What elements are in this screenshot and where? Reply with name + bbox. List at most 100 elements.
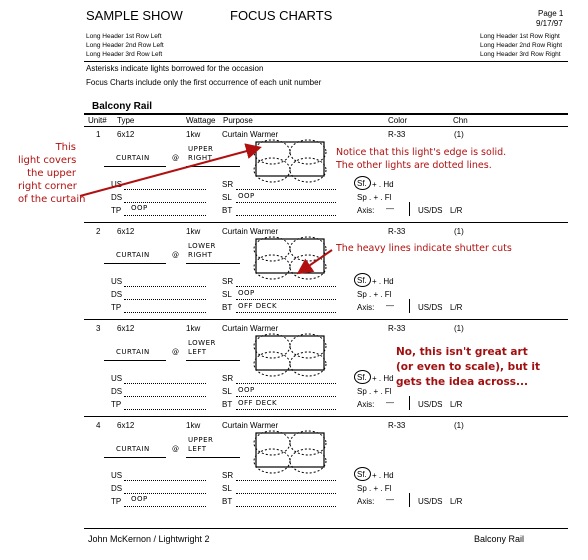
sl-fill-line (236, 202, 336, 203)
label-l-r: L/R (450, 206, 463, 215)
unit-number: 2 (96, 227, 101, 236)
beam-ellipse (289, 430, 327, 456)
note-asterisks: Asterisks indicate lights borrowed for t… (86, 64, 264, 73)
page-number: Page 1 (538, 9, 564, 18)
label-sp-fl: Sp . + . Fl (357, 387, 392, 396)
header-right-row-2: Long Header 2nd Row Right (480, 42, 563, 49)
label-sp-fl: Sp . + . Fl (357, 193, 392, 202)
label-axis: Axis: (357, 206, 375, 215)
label-us-ds: US/DS (418, 497, 443, 506)
focus-sketch (253, 333, 327, 377)
label-tp: TP (111, 206, 122, 215)
show-title: SAMPLE SHOW (86, 8, 183, 23)
left-annotation-line: light covers (18, 155, 77, 166)
unit-wattage: 1kw (186, 130, 201, 139)
handwritten-position-line-2: LEFT (188, 348, 207, 356)
label-ds: DS (111, 484, 123, 493)
unit-wattage: 1kw (186, 324, 201, 333)
sf-circle (354, 273, 371, 287)
write-in-line (104, 263, 166, 264)
label-us: US (111, 180, 123, 189)
tp-fill-line (124, 409, 206, 410)
ds-fill-line (124, 493, 206, 494)
left-annotation-line: of the curtain (18, 194, 86, 205)
note-first-occurrence: Focus Charts include only the first occu… (86, 78, 322, 87)
header-left-row-3: Long Header 3rd Row Left (86, 51, 163, 58)
unit-type: 6x12 (117, 421, 135, 430)
label-sp-fl: Sp . + . Fl (357, 290, 392, 299)
handwritten-location: CURTAIN (116, 348, 150, 356)
handwritten-position-line-1: UPPER (188, 436, 214, 444)
tp-fill-line (124, 215, 206, 216)
sl-fill-line (236, 299, 336, 300)
axis-value: — (386, 398, 394, 407)
sl-fill-line (236, 493, 336, 494)
header-right-row-3: Long Header 3rd Row Right (480, 51, 561, 58)
unit-purpose: Curtain Warmer (222, 130, 279, 139)
col-unit: Unit# (88, 116, 107, 125)
solid-edge-annotation: Notice that this light's edge is solid. … (336, 146, 506, 172)
axis-divider (409, 299, 410, 313)
left-annotation-line: This (55, 142, 76, 153)
write-in-line (186, 263, 240, 264)
label-sf: Sf. (357, 276, 367, 285)
beam-ellipse (253, 236, 291, 262)
unit-color: R-33 (388, 130, 406, 139)
handwritten-position-line-1: UPPER (188, 145, 214, 153)
handwritten-bt-note: OFF DECK (238, 302, 278, 310)
handwritten-at: @ (172, 348, 180, 356)
unit-wattage: 1kw (186, 227, 201, 236)
write-in-line (186, 166, 240, 167)
sr-fill-line (236, 480, 336, 481)
handwritten-at: @ (172, 154, 180, 162)
label-ds: DS (111, 290, 123, 299)
label-axis: Axis: (357, 303, 375, 312)
label-sr: SR (222, 374, 234, 383)
arrow-to-shutter (296, 249, 333, 275)
label-sl: SL (222, 193, 232, 202)
label-sl: SL (222, 290, 232, 299)
unit-separator (84, 222, 568, 223)
write-in-line (104, 457, 166, 458)
handwritten-location: CURTAIN (116, 154, 150, 162)
handwritten-sl-note: OOP (238, 386, 255, 394)
handwritten-location: CURTAIN (116, 445, 150, 453)
unit-purpose: Curtain Warmer (222, 227, 279, 236)
solid-edge-line: Notice that this light's edge is solid. (336, 147, 507, 158)
label-sl: SL (222, 387, 232, 396)
bt-fill-line (236, 312, 336, 313)
unit-color: R-33 (388, 324, 406, 333)
axis-value: — (386, 204, 394, 213)
unit-number: 4 (96, 421, 101, 430)
unit-type: 6x12 (117, 324, 135, 333)
us-fill-line (124, 383, 206, 384)
axis-value: — (386, 495, 394, 504)
unit-channel: (1) (454, 421, 464, 430)
curtain-outline (255, 141, 325, 177)
left-annotation-line: right corner (18, 181, 77, 192)
unit-color: R-33 (388, 421, 406, 430)
report-date: 9/17/97 (536, 19, 563, 28)
sr-fill-line (236, 286, 336, 287)
handwritten-position-line-1: LOWER (188, 339, 216, 347)
beam-ellipse (289, 351, 327, 377)
unit-channel: (1) (454, 324, 464, 333)
unit-color: R-33 (388, 227, 406, 236)
beam-ellipse (253, 351, 291, 377)
label-us-ds: US/DS (418, 206, 443, 215)
label-hd: + . Hd (372, 277, 394, 286)
beam-ellipse (289, 333, 327, 359)
beam-ellipse (289, 236, 327, 262)
handwritten-sl-note: OOP (238, 192, 255, 200)
arrow-to-light-1 (79, 143, 262, 197)
unit-separator (84, 416, 568, 417)
beam-ellipse (253, 430, 291, 456)
handwritten-position-line-2: RIGHT (188, 154, 213, 162)
label-l-r: L/R (450, 400, 463, 409)
handwritten-position-line-1: LOWER (188, 242, 216, 250)
label-sf: Sf. (357, 373, 367, 382)
label-tp: TP (111, 400, 122, 409)
bt-fill-line (236, 409, 336, 410)
unit-purpose: Curtain Warmer (222, 421, 279, 430)
